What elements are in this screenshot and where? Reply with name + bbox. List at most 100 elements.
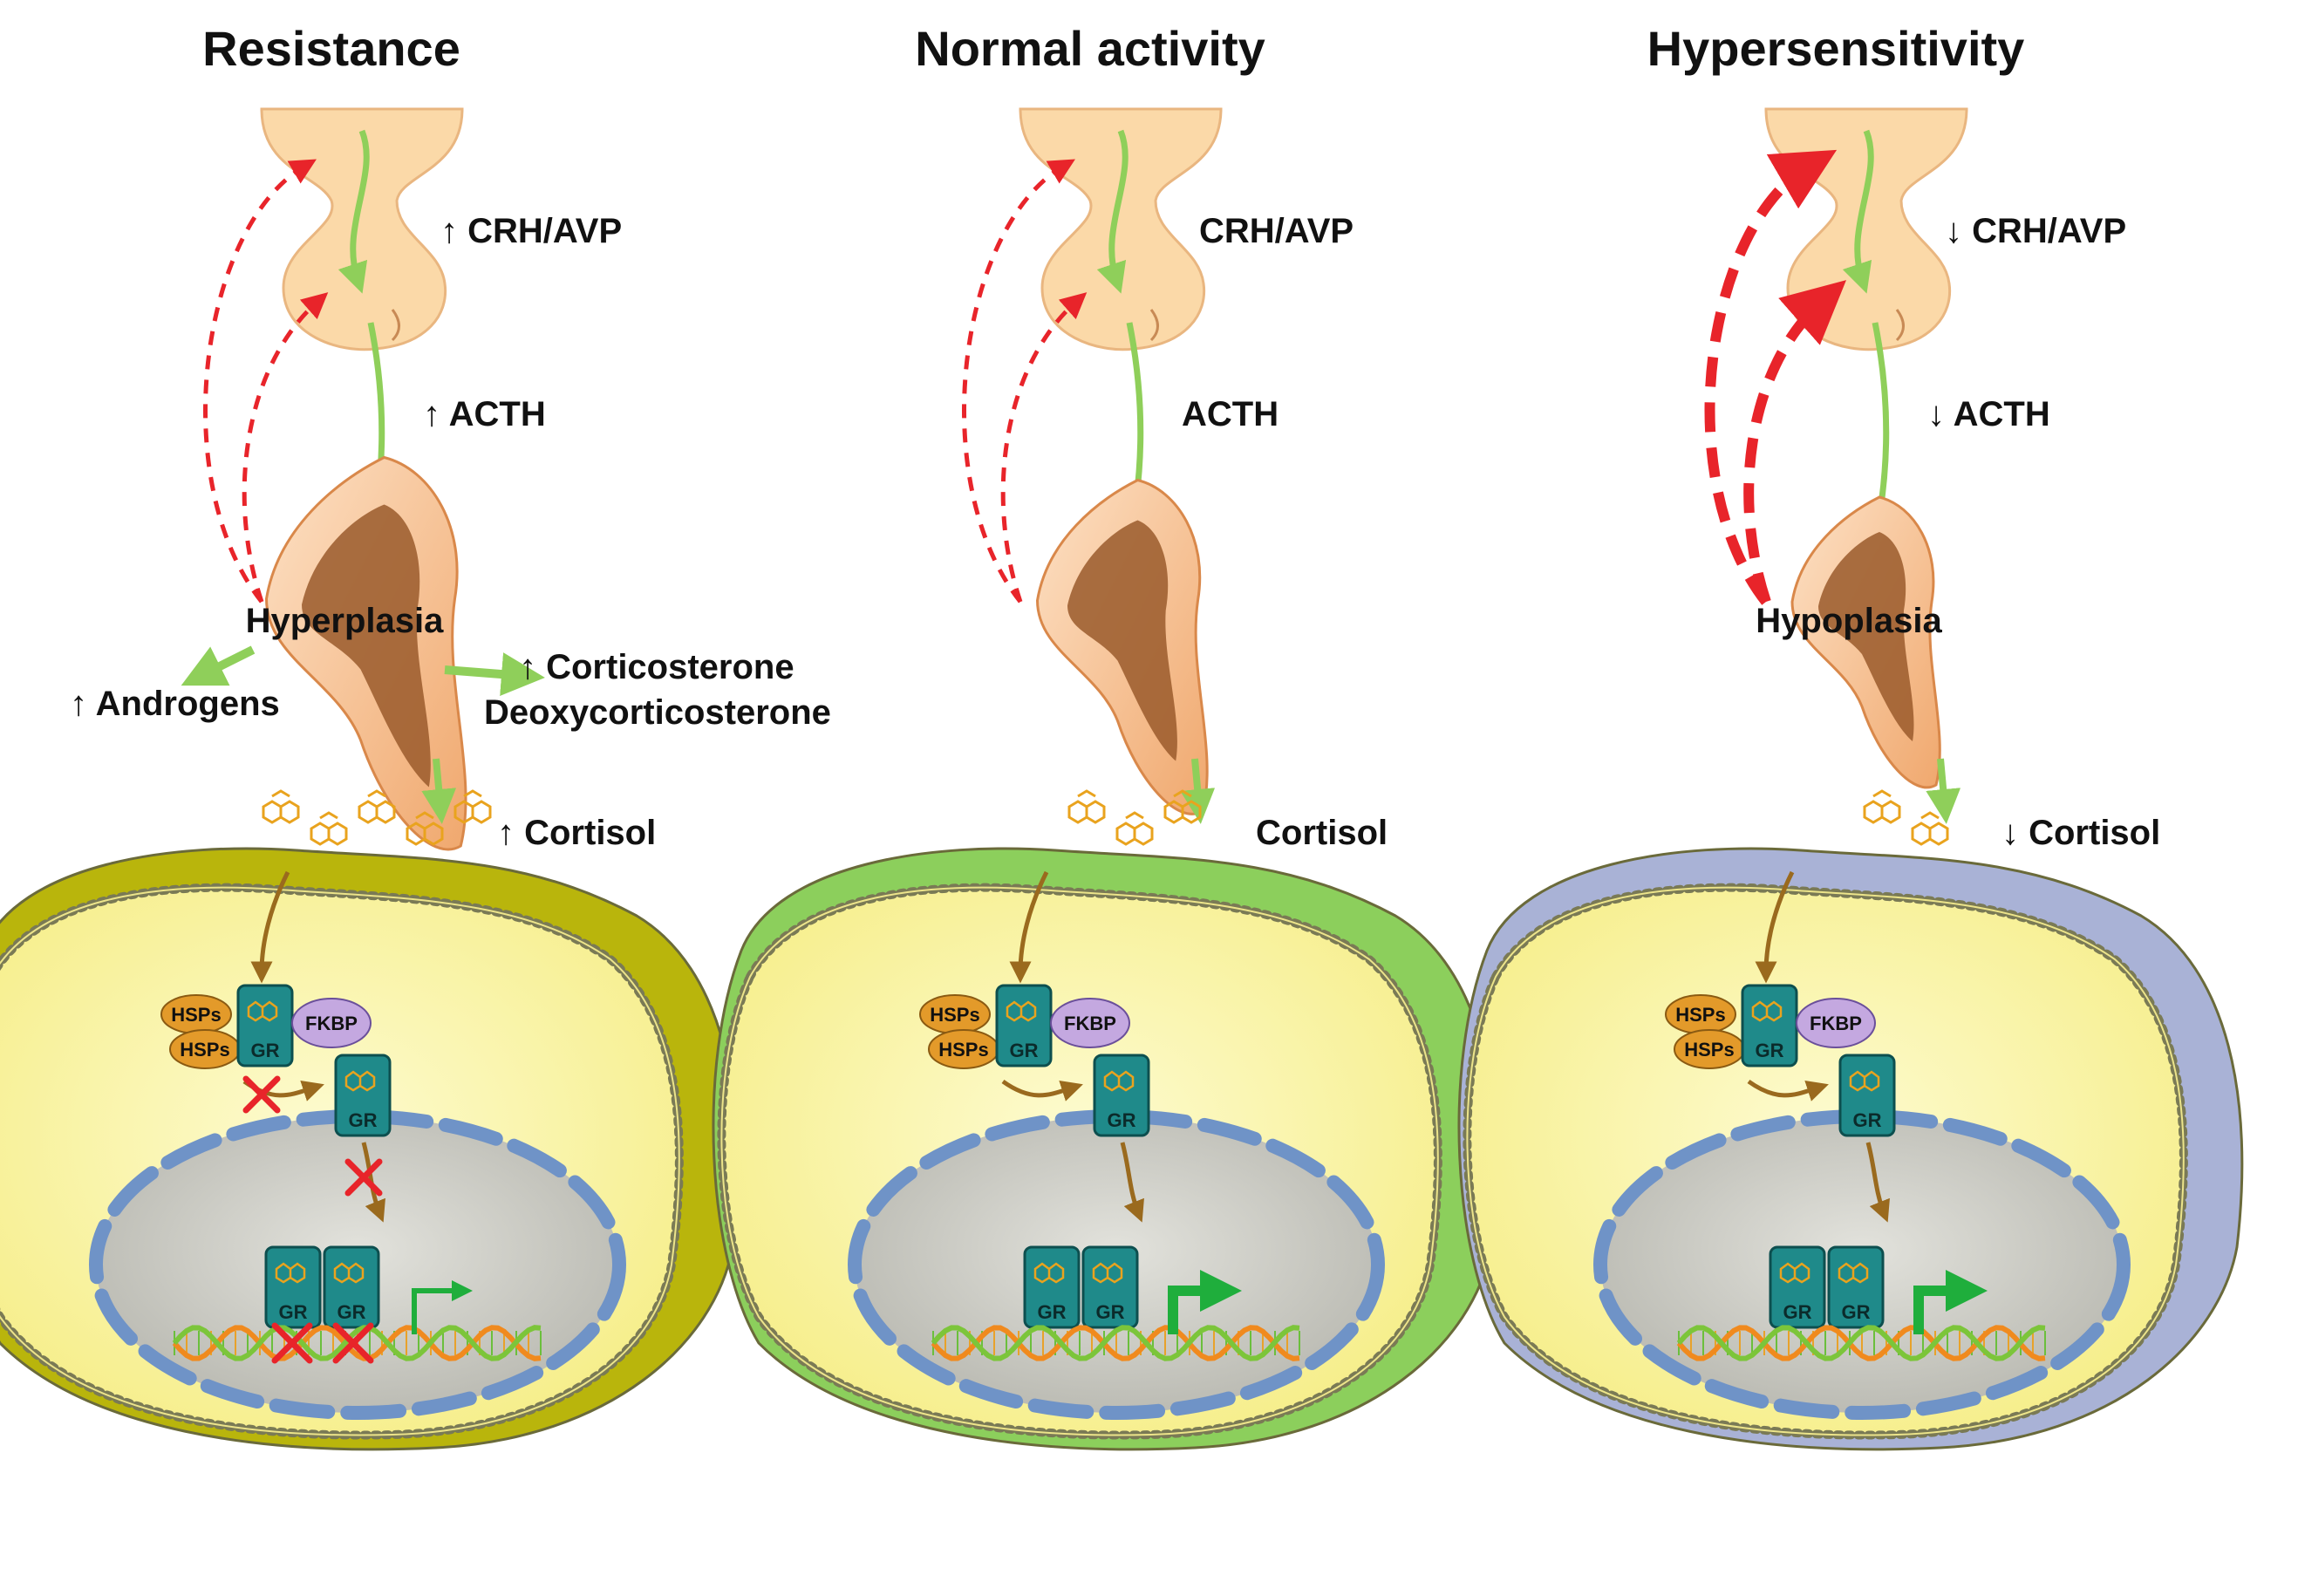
gr-label: GR xyxy=(1010,1040,1039,1061)
gr-label: GR xyxy=(279,1301,308,1323)
cortisol-molecule xyxy=(453,789,492,824)
dna-helix xyxy=(172,1325,542,1361)
pituitary-fold xyxy=(1149,309,1159,342)
gr-receptor: GR xyxy=(334,1054,392,1137)
hsp-label: HSPs xyxy=(1675,1004,1725,1026)
fkbp-label: FKBP xyxy=(1810,1013,1862,1034)
crh-arrow xyxy=(1096,129,1129,294)
pituitary-fold xyxy=(391,309,400,342)
corticosterone-label: ↑ Corticosterone xyxy=(519,648,794,686)
androgens-arrow xyxy=(181,645,256,686)
cortisol-molecule xyxy=(1115,811,1154,846)
gr-receptor: GR xyxy=(236,984,294,1067)
crh-avp-label: CRH/AVP xyxy=(1199,212,1354,250)
gr-label: GR xyxy=(1756,1040,1784,1061)
panel-title: Normal activity xyxy=(915,21,1265,76)
cortisol-entry-arrow xyxy=(1009,870,1049,984)
cortisol-release-arrow xyxy=(1180,758,1216,824)
gr-label: GR xyxy=(349,1109,378,1131)
gr-receptor: GR xyxy=(1093,1054,1150,1137)
cortisol-molecule xyxy=(1863,789,1901,824)
gr-label: GR xyxy=(1842,1301,1871,1323)
cortisol-molecule xyxy=(1163,789,1202,824)
hsp-label: HSPs xyxy=(171,1004,221,1026)
panel-hypersensitivity: Hypersensitivity↓ CRH/AVP↓ ACTHHypoplasi… xyxy=(1457,21,2244,1451)
cortisol-molecule xyxy=(1911,811,1949,846)
transcription-arrow xyxy=(1913,1270,1988,1334)
deoxycorticosterone-label: Deoxycorticosterone xyxy=(484,693,831,732)
gr-label: GR xyxy=(251,1040,280,1061)
gr-receptor: GR xyxy=(995,984,1053,1067)
nuclear-entry-arrow xyxy=(1865,1142,1890,1223)
cortisol-label: ↓ Cortisol xyxy=(2001,814,2160,852)
cortisol-entry-arrow xyxy=(1755,870,1795,984)
crh-avp-label: ↑ CRH/AVP xyxy=(440,212,622,250)
fkbp-protein xyxy=(291,998,372,1048)
corticosterone-arrow xyxy=(444,652,545,696)
gr-receptor: GR xyxy=(1023,1245,1081,1329)
nuclear-entry-arrow xyxy=(1120,1142,1144,1223)
cortisol-release-arrow xyxy=(1926,758,1961,824)
panel-title: Hypersensitivity xyxy=(1647,21,2025,76)
panel-normal: Normal activityCRH/AVPACTHCortisolHSPsHS… xyxy=(712,21,1498,1451)
block-mark xyxy=(344,1158,383,1197)
cortisol-label: Cortisol xyxy=(1256,814,1388,852)
adrenal-medulla xyxy=(1818,532,1914,741)
gr-receptor: GR xyxy=(1838,1054,1896,1137)
crh-arrow xyxy=(1842,129,1874,294)
gr-label: GR xyxy=(1096,1301,1125,1323)
cortisol-molecule xyxy=(358,789,396,824)
gr-receptor: GR xyxy=(264,1245,322,1329)
hsp-label: HSPs xyxy=(938,1039,988,1061)
hsp-label: HSPs xyxy=(930,1004,979,1026)
feedback-arrow-inner xyxy=(1743,280,1846,604)
hypothalamus-pituitary xyxy=(1764,107,1968,351)
block-mark xyxy=(332,1322,374,1364)
dna-helix xyxy=(1676,1325,2046,1361)
cortisol-molecule xyxy=(262,789,300,824)
gr-label: GR xyxy=(1853,1109,1882,1131)
adrenal-label: Hyperplasia xyxy=(246,602,445,640)
fkbp-protein xyxy=(1050,998,1130,1048)
adrenal-medulla xyxy=(302,504,431,788)
cortisol-release-arrow xyxy=(421,758,457,824)
transcription-arrow xyxy=(412,1280,473,1334)
gr-receptor: GR xyxy=(323,1245,380,1329)
panel-title: Resistance xyxy=(202,21,460,76)
cortisol-molecule xyxy=(1067,789,1106,824)
feedback-arrow-outer xyxy=(962,159,1075,604)
cortisol-entry-arrow xyxy=(250,870,290,984)
hsp-label: HSPs xyxy=(180,1039,229,1061)
block-mark xyxy=(242,1075,281,1114)
feedback-arrow-outer xyxy=(1704,149,1838,605)
transcription-arrow xyxy=(1168,1270,1242,1334)
gr-receptor: GR xyxy=(1081,1245,1139,1329)
dna-helix xyxy=(931,1325,1300,1361)
gr-receptor: GR xyxy=(1827,1245,1885,1329)
acth-label: ACTH xyxy=(1182,395,1279,433)
hypothalamus-pituitary xyxy=(260,107,464,351)
gr-label: GR xyxy=(338,1301,366,1323)
androgens-label: ↑ Androgens xyxy=(70,685,280,723)
hsp-label: HSPs xyxy=(1684,1039,1734,1061)
hypothalamus-pituitary xyxy=(1019,107,1223,351)
fkbp-label: FKBP xyxy=(305,1013,358,1034)
cortisol-molecule xyxy=(406,811,444,846)
gr-label: GR xyxy=(1783,1301,1812,1323)
fkbp-label: FKBP xyxy=(1064,1013,1116,1034)
cortisol-label: ↑ Cortisol xyxy=(497,814,656,852)
gr-receptor: GR xyxy=(1741,984,1798,1067)
fkbp-protein xyxy=(1796,998,1876,1048)
crh-arrow xyxy=(338,129,370,294)
feedback-arrow-outer xyxy=(203,159,317,604)
crh-avp-label: ↓ CRH/AVP xyxy=(1945,212,2126,250)
gr-label: GR xyxy=(1038,1301,1067,1323)
gr-label: GR xyxy=(1108,1109,1136,1131)
dissociation-arrow xyxy=(1747,1079,1829,1102)
gr-receptor: GR xyxy=(1769,1245,1826,1329)
adrenal-label: Hypoplasia xyxy=(1756,602,1942,640)
dissociation-arrow xyxy=(1001,1079,1083,1102)
